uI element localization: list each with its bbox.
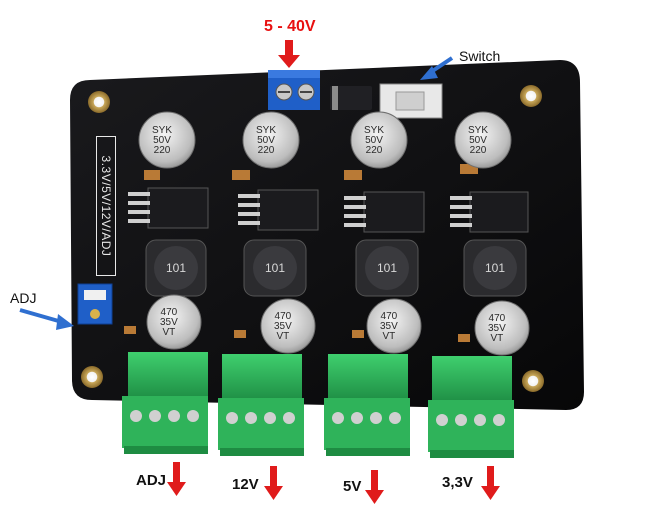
input-terminal bbox=[268, 70, 320, 110]
output-label-12v: 12V bbox=[232, 476, 259, 493]
inductors bbox=[145, 239, 527, 297]
output-terminals bbox=[122, 352, 514, 458]
smd-parts bbox=[124, 164, 478, 342]
inductor-marking: 101 bbox=[485, 261, 506, 275]
switch-label: Switch bbox=[459, 48, 501, 64]
output-label-5v: 5V bbox=[343, 478, 362, 495]
output-arrows bbox=[167, 462, 500, 504]
adj-potentiometer-label: ADJ bbox=[10, 290, 37, 306]
inductor-marking: 101 bbox=[166, 261, 187, 275]
input-capacitors bbox=[138, 111, 512, 169]
adj-potentiometer bbox=[77, 283, 113, 325]
silkscreen-label: 3.3V/5V/12V/ADJ bbox=[80, 136, 128, 278]
inductor-marking: 101 bbox=[377, 261, 398, 275]
mounting-holes bbox=[81, 85, 544, 392]
adj-callout-arrow bbox=[19, 308, 74, 330]
input-voltage-label: 5 - 40V bbox=[264, 18, 316, 35]
diode bbox=[330, 86, 372, 110]
silkscreen-text: 3.3V/5V/12V/ADJ bbox=[96, 136, 116, 276]
regulator-ics bbox=[128, 187, 529, 233]
switch-callout-arrow bbox=[420, 56, 454, 80]
power-switch bbox=[379, 83, 443, 119]
input-arrow bbox=[278, 40, 300, 68]
output-label-3v3: 3,3V bbox=[442, 474, 473, 491]
output-capacitors bbox=[146, 294, 530, 356]
inductor-marking: 101 bbox=[265, 261, 286, 275]
output-label-adj: ADJ bbox=[136, 472, 167, 489]
